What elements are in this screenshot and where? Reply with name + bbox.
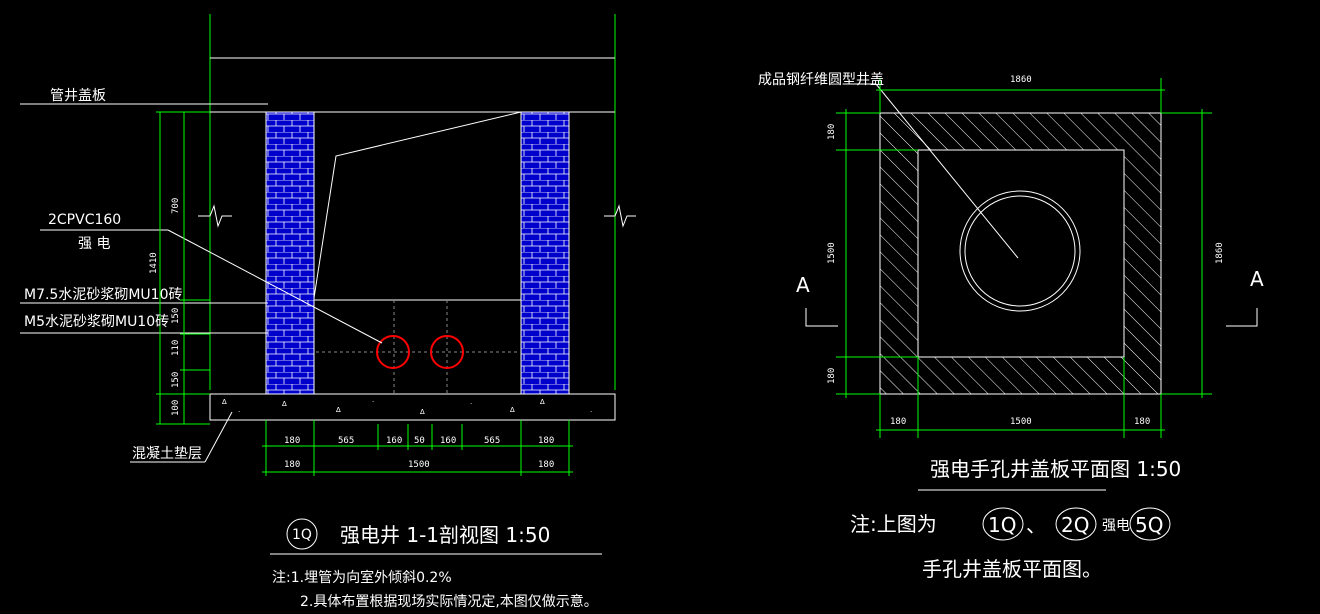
pipe-left [376, 335, 410, 369]
plan-dim-left-top: 180 [827, 124, 837, 140]
section-title-circle [286, 518, 318, 550]
plan-dim-left-bottom: 180 [827, 368, 837, 384]
plan-dim-bottom-left: 180 [890, 417, 906, 427]
label-concrete-bed: 混凝土垫层 [132, 446, 202, 462]
plan-dim-bottom-mid: 1500 [1010, 417, 1032, 427]
svg-text:∆: ∆ [509, 406, 515, 414]
bdim1-b: 565 [338, 436, 354, 446]
vdim-100: 100 [171, 400, 181, 416]
svg-text:∆: ∆ [281, 400, 287, 408]
plan-dim-left-mid: 1500 [827, 242, 837, 264]
svg-text:·: · [470, 400, 472, 408]
left-brick-wall [265, 111, 315, 395]
svg-text:∆: ∆ [335, 406, 341, 414]
vdim-700: 700 [171, 198, 181, 214]
section-mark-right: A [1250, 267, 1264, 291]
label-mortar-1: M7.5水泥砂浆砌MU10砖 [24, 287, 182, 303]
section-note-1: 注:1.埋管为向室外倾斜0.2% [272, 569, 452, 586]
concrete-bed [209, 393, 616, 421]
vdim-1410: 1410 [149, 252, 159, 274]
manhole-cover-outer [959, 190, 1081, 312]
bdim1-f: 565 [484, 436, 500, 446]
plan-view [805, 78, 1258, 541]
plan-note-prefix: 注:上图为 [850, 512, 937, 536]
bdim1-g: 180 [538, 436, 554, 446]
label-mortar-2: M5水泥砂浆砌MU10砖 [24, 314, 169, 330]
bdim1-c: 160 [386, 436, 402, 446]
svg-text:·: · [590, 408, 592, 416]
svg-text:·: · [372, 398, 374, 406]
bdim1-d: 50 [414, 436, 425, 446]
label-power: 强 电 [78, 236, 110, 252]
plan-dim-right: 1860 [1215, 242, 1225, 264]
section-title-number: 1Q [292, 527, 312, 543]
ref-circle-1q [982, 507, 1024, 541]
plan-note-line2: 手孔井盖板平面图。 [922, 557, 1102, 581]
svg-text:·: · [238, 408, 240, 416]
section-title: 强电井 1-1剖视图 1:50 [340, 523, 550, 547]
plan-dim-top: 1860 [1010, 75, 1032, 85]
cover-slab-hatch [879, 112, 1162, 395]
section-mark-left: A [796, 273, 810, 297]
vdim-110: 110 [171, 340, 181, 356]
svg-text:∆: ∆ [539, 398, 545, 406]
plan-ref-1q: 1Q [988, 513, 1016, 537]
section-note-2: 2.具体布置根据现场实际情况定,本图仅做示意。 [300, 593, 598, 610]
bdim2-a: 180 [284, 460, 300, 470]
plan-ref-5q: 5Q [1135, 513, 1163, 537]
bdim2-c: 180 [538, 460, 554, 470]
label-pipe-spec: 2CPVC160 [48, 212, 121, 228]
section-view: ∆ · ∆ ∆ · ∆ · ∆ ∆ · [20, 14, 636, 555]
bdim1-e: 160 [440, 436, 456, 446]
plan-title: 强电手孔井盖板平面图 1:50 [930, 457, 1181, 481]
plan-ref-label: 强电 [1102, 518, 1130, 534]
svg-text:∆: ∆ [221, 398, 227, 406]
bdim1-a: 180 [284, 436, 300, 446]
pipe-right [430, 335, 464, 369]
manhole-cover-inner [964, 195, 1076, 307]
svg-text:∆: ∆ [419, 408, 425, 416]
ref-circle-2q [1055, 507, 1097, 541]
plan-dim-bottom-right: 180 [1134, 417, 1150, 427]
plan-ref-separator: 、 [1026, 513, 1046, 537]
vdim-150a: 150 [171, 308, 181, 324]
label-cover-slab: 管井盖板 [50, 88, 106, 104]
right-brick-wall [520, 111, 570, 395]
plan-ref-2q: 2Q [1061, 513, 1089, 537]
vdim-150b: 150 [171, 372, 181, 388]
bdim2-b: 1500 [408, 460, 430, 470]
label-manhole-cover: 成品钢纤维圆型井盖 [758, 72, 884, 88]
ref-circle-5q [1129, 507, 1171, 541]
